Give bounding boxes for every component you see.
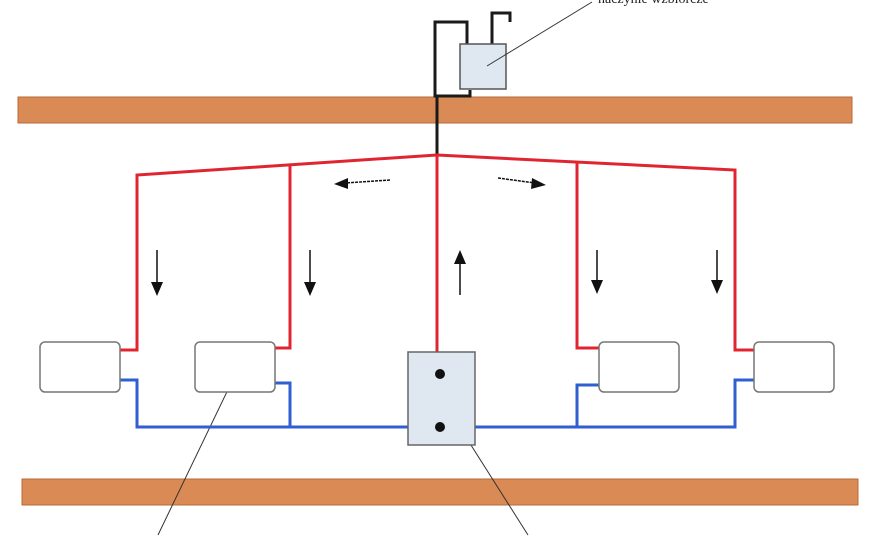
ceiling-beam-top (17, 96, 853, 124)
expansion-pipe-overflow (436, 90, 472, 98)
flow-arrow-right (497, 177, 546, 189)
ceiling-beam-bottom (21, 478, 859, 506)
expansion-vessel (459, 43, 507, 90)
boiler-supply-port (435, 369, 445, 379)
flow-arrow-left (334, 178, 391, 189)
callout-line-vessel (486, 1, 593, 67)
boiler-return-port (435, 422, 445, 432)
expansion-vent-pipe (490, 11, 512, 45)
flow-arrow-down-3 (591, 250, 603, 294)
flow-arrow-up (454, 250, 466, 295)
callout-line-radiator (157, 372, 237, 536)
radiator-2 (194, 341, 276, 393)
expansion-pipe (433, 20, 469, 155)
supply-pipes (120, 153, 754, 372)
return-pipes (120, 378, 754, 429)
radiator-4 (753, 341, 835, 393)
radiator-1 (39, 341, 121, 393)
flow-arrow-down-2 (304, 250, 316, 296)
flow-arrow-down-4 (711, 250, 723, 294)
callout-expansion-vessel-label: naczynie wzbiorcze (598, 0, 709, 8)
radiator-3 (598, 341, 680, 393)
flow-arrow-down-1 (151, 250, 163, 296)
